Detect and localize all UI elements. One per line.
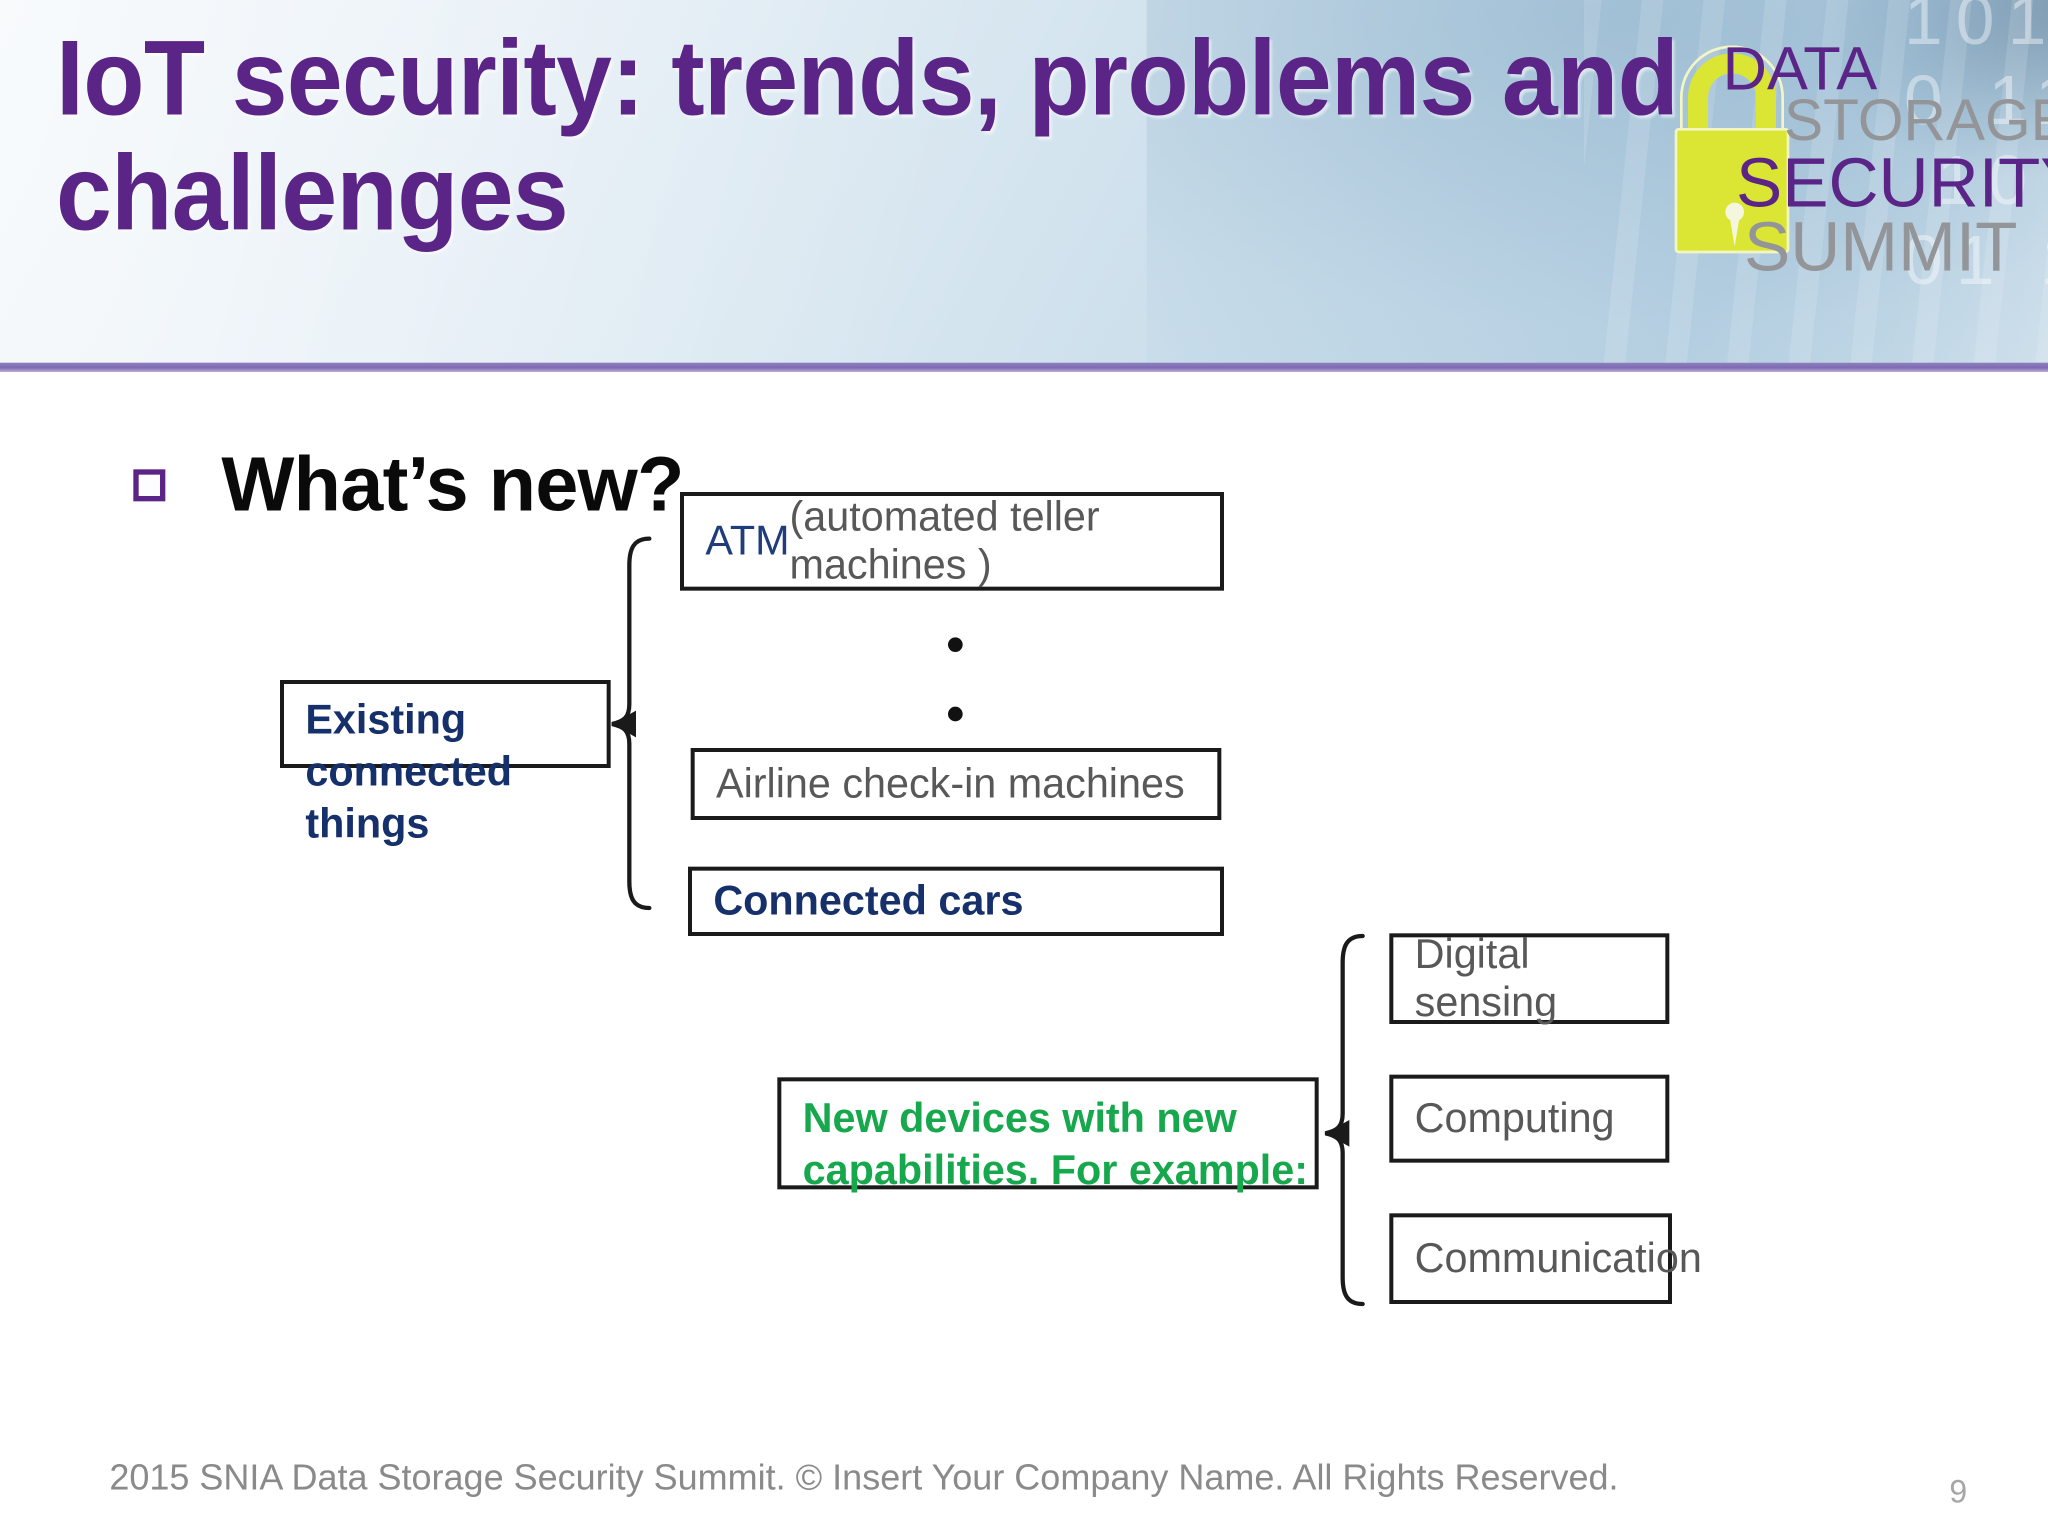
logo-word-security: SECURITY: [1735, 145, 2048, 223]
box-computing[interactable]: Computing: [1389, 1074, 1670, 1163]
keyhole-stem-icon: [1729, 214, 1740, 247]
box-communication[interactable]: Communication: [1389, 1213, 1702, 1304]
box-existing-connected-things[interactable]: Existing connected things: [279, 679, 611, 846]
box-atm[interactable]: ATM (automated teller machines ): [679, 491, 1224, 591]
brace-new-devices-arrow: [1325, 1119, 1350, 1147]
bullet-label: What’s new?: [221, 441, 684, 528]
logo-word-summit: SUMMIT: [1743, 209, 2018, 287]
ellipsis-dot-upper: [947, 637, 963, 652]
brace-new-devices: [1324, 933, 1365, 1307]
header-divider: [0, 362, 2048, 372]
new-devices-line2: capabilities. For example:: [802, 1146, 1309, 1193]
new-devices-line1: New devices with new: [802, 1094, 1237, 1142]
bullet-row: What’s new?: [133, 440, 684, 529]
square-bullet-icon: [133, 468, 166, 501]
box-new-devices[interactable]: New devices with new capabilities. For e…: [777, 1077, 1319, 1193]
computing-label: Computing: [1414, 1094, 1615, 1142]
box-connected-cars[interactable]: Connected cars: [687, 866, 1224, 936]
page-title: IoT security: trends, problems and chall…: [55, 18, 1679, 252]
padlock-icon: [1674, 45, 1790, 254]
existing-label-line1: Existing: [305, 695, 467, 743]
data-storage-security-summit-logo: DATA STORAGE SECURITY SUMMIT: [1627, 5, 2048, 287]
logo-word-storage: STORAGE: [1783, 87, 2048, 154]
brace-existing: [611, 536, 652, 911]
box-airline-checkin-machines[interactable]: Airline check-in machines: [690, 747, 1222, 820]
communication-label: Communication: [1414, 1234, 1702, 1282]
logo-word-data: DATA: [1722, 33, 1878, 103]
digital-sensing-label: Digital sensing: [1414, 930, 1558, 1026]
connected-cars-label: Connected cars: [713, 877, 1024, 924]
footer-copyright: 2015 SNIA Data Storage Security Summit. …: [109, 1457, 1619, 1498]
box-digital-sensing[interactable]: Digital sensing: [1389, 930, 1670, 1026]
airline-label: Airline check-in machines: [715, 759, 1185, 807]
existing-label-line2: connected things: [305, 747, 513, 846]
atm-prefix: ATM: [705, 517, 790, 564]
ellipsis-dot-lower: [947, 706, 963, 722]
atm-suffix: (automated teller machines ): [789, 493, 1100, 588]
brace-existing-arrow: [611, 710, 636, 738]
page-number: 9: [1949, 1474, 1968, 1511]
